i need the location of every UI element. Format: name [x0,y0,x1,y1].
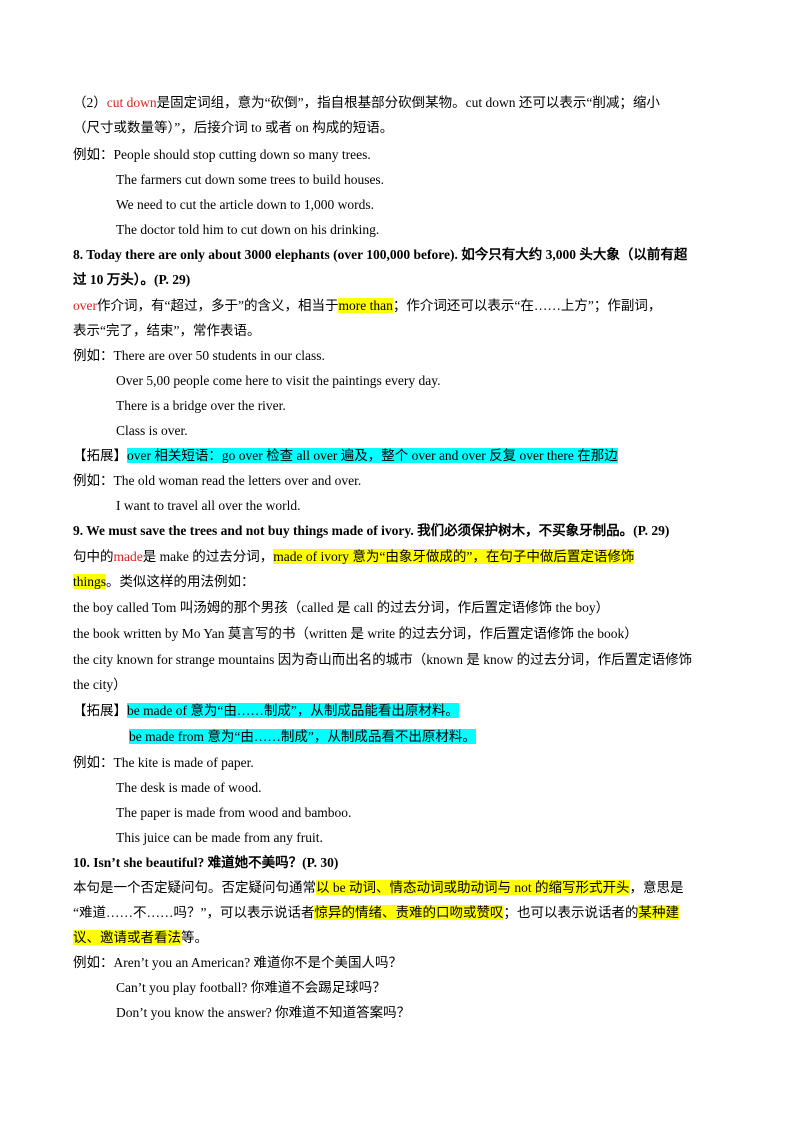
example-row: 例如：People should stop cutting down so ma… [73,146,371,164]
example-row: 例如：There are over 50 students in our cla… [73,347,325,365]
highlight-suggestion-cont: 议、邀请或者看法 [73,930,181,945]
over-explanation-line-2: 表示“完了，结束”，常作表语。 [73,323,261,338]
section-10-title: 10. Isn’t she beautiful? 难道她不美吗？(P. 30) [73,855,339,870]
explanation-text: 句中的 [73,549,114,564]
section-8-title-cont: 过 10 万头）。(P. 29) [73,272,191,287]
section-8-title: 8. Today there are only about 3000 eleph… [73,247,688,262]
usage-example: the boy called Tom 叫汤姆的那个男孩（called 是 cal… [73,600,610,615]
example-sentence: The old woman read the letters over and … [113,473,362,488]
highlight-more-than: more than [338,298,393,313]
negative-question-line-3: 议、邀请或者看法等。 [73,929,208,947]
cut-down-line-1: （2）cut down是固定词组，意为“砍倒”，指自根基部分砍倒某物。cut d… [73,94,660,112]
highlight-suggestion: 某种建 [638,905,679,920]
example-row: 例如：The old woman read the letters over a… [73,472,361,490]
example-label: 例如： [73,955,114,970]
negative-question-line-2: “难道……不……吗？”，可以表示说话者惊异的情绪、责难的口吻或赞叹；也可以表示说… [73,904,679,922]
extension-row: 【拓展】be made of 意为“由……制成”，从制成品能看出原材料。 [73,702,459,720]
explanation-text: ；也可以表示说话者的 [503,905,639,920]
example-row: 例如：Aren’t you an American? 难道你不是个美国人吗？ [73,954,402,972]
example-sentence: Don’t you know the answer? 你难道不知道答案吗？ [116,1005,411,1020]
extension-phrases: over 相关短语：go over 检查 all over 遍及，整个 over… [127,448,618,463]
example-sentence: There is a bridge over the river. [116,398,286,413]
explanation-text: 是 make 的过去分词， [142,549,274,564]
extension-label: 【拓展】 [73,703,127,718]
example-label: 例如： [73,348,114,363]
example-sentence: Class is over. [116,423,188,438]
made-explanation-line-2: things。类似这样的用法例如： [73,573,255,591]
section-9-title: 9. We must save the trees and not buy th… [73,523,670,538]
highlight-things: things [73,574,107,589]
example-row: 例如：The kite is made of paper. [73,754,254,772]
extension-made-of: be made of 意为“由……制成”，从制成品能看出原材料。 [127,703,459,718]
keyword-cut-down: cut down [106,95,157,110]
example-sentence: I want to travel all over the world. [116,498,301,513]
usage-example: the book written by Mo Yan 莫言写的书（written… [73,626,638,641]
item-number: （2） [73,95,107,110]
explanation-text: 作介词，有“超过，多于”的含义，相当于 [97,298,339,313]
example-sentence: The kite is made of paper. [113,755,254,770]
extension-row: be made from 意为“由……制成”，从制成品看不出原材料。 [129,728,476,746]
extension-label: 【拓展】 [73,448,127,463]
made-explanation-line-1: 句中的made是 make 的过去分词，made of ivory 意为“由象牙… [73,548,635,566]
example-label: 例如： [73,473,114,488]
highlight-emotion: 惊异的情绪、责难的口吻或赞叹 [314,905,504,920]
usage-example: the city known for strange mountains 因为奇… [73,652,693,667]
highlight-made-of-ivory: made of ivory 意为“由象牙做成的”，在句子中做后置定语修饰 [273,549,635,564]
explanation-text: “难道……不……吗？”，可以表示说话者 [73,905,315,920]
explanation-text: 是固定词组，意为“砍倒”，指自根基部分砍倒某物。cut down 还可以表示“削… [156,95,660,110]
example-label: 例如： [73,147,114,162]
keyword-made: made [113,549,143,564]
example-sentence: People should stop cutting down so many … [113,147,371,162]
explanation-text: ，意思是 [629,880,684,895]
example-sentence: Can’t you play football? 你难道不会踢足球吗？ [116,980,386,995]
extension-made-from: be made from 意为“由……制成”，从制成品看不出原材料。 [129,729,476,744]
usage-example-cont: the city） [73,677,127,692]
explanation-text: ；作介词还可以表示“在……上方”；作副词， [392,298,662,313]
example-sentence: Aren’t you an American? 难道你不是个美国人吗？ [113,955,402,970]
example-sentence: The doctor told him to cut down on his d… [116,222,380,237]
example-sentence: This juice can be made from any fruit. [116,830,323,845]
explanation-text: 。类似这样的用法例如： [106,574,255,589]
cut-down-line-2: （尺寸或数量等）”，后接介词 to 或者 on 构成的短语。 [73,120,394,135]
example-sentence: The farmers cut down some trees to build… [116,172,385,187]
example-sentence: We need to cut the article down to 1,000… [116,197,374,212]
example-sentence: The desk is made of wood. [116,780,262,795]
example-sentence: Over 5,00 people come here to visit the … [116,373,441,388]
negative-question-line-1: 本句是一个否定疑问句。否定疑问句通常以 be 动词、情态动词或助动词与 not … [73,879,684,897]
explanation-text: 等。 [181,930,208,945]
example-sentence: The paper is made from wood and bamboo. [116,805,352,820]
extension-row: 【拓展】over 相关短语：go over 检查 all over 遍及，整个 … [73,447,618,465]
keyword-over: over [73,298,97,313]
over-explanation-line-1: over作介词，有“超过，多于”的含义，相当于more than；作介词还可以表… [73,297,661,315]
example-label: 例如： [73,755,114,770]
example-sentence: There are over 50 students in our class. [113,348,325,363]
explanation-text: 本句是一个否定疑问句。否定疑问句通常 [73,880,316,895]
highlight-structure: 以 be 动词、情态动词或助动词与 not 的缩写形式开头 [316,880,630,895]
